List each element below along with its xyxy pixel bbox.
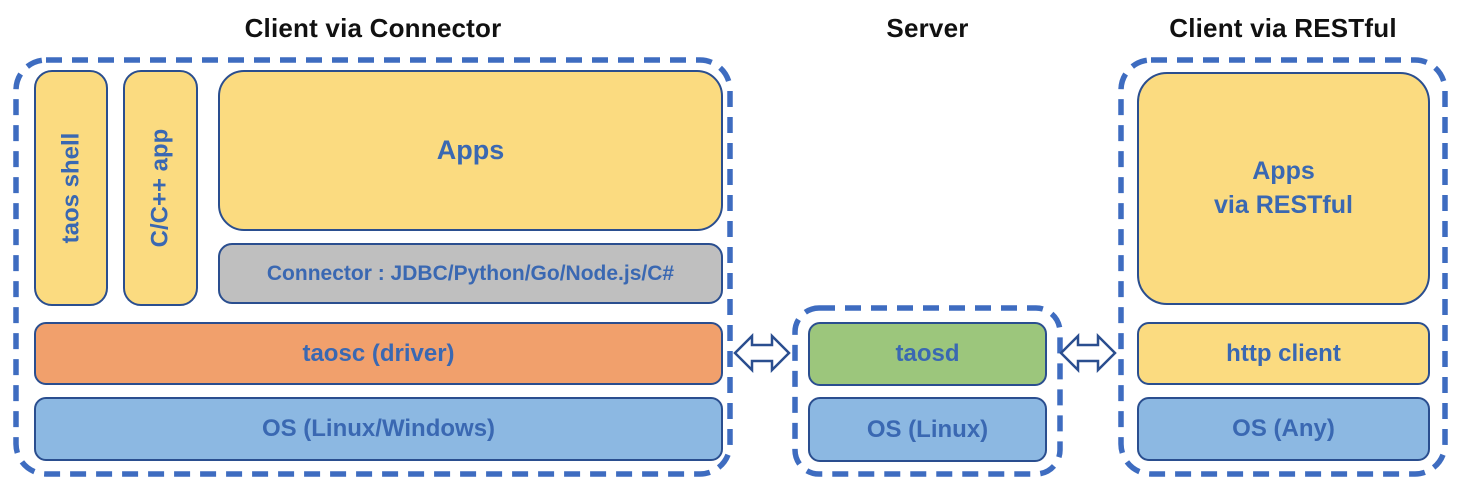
os-any-label: OS (Any)	[1232, 415, 1335, 442]
cpp-app-label: C/C++ app	[146, 128, 174, 248]
bidirectional-arrow-icon-left	[733, 332, 791, 374]
dashed-border	[1118, 57, 1448, 477]
os-any-box: OS (Any)	[1137, 397, 1430, 461]
apps-label: Apps	[436, 135, 505, 165]
os-linux-windows-box: OS (Linux/Windows)	[34, 397, 723, 461]
title-client-via-connector: Client via Connector	[244, 13, 502, 43]
dashed-border	[792, 305, 1063, 477]
dashed-border	[13, 57, 733, 477]
connector-client-container	[13, 57, 733, 477]
connector-box: Connector : JDBC/Python/Go/Node.js/C#	[218, 243, 723, 304]
taos-shell-box: taos shell	[34, 70, 108, 306]
os-linux-label: OS (Linux)	[866, 415, 989, 443]
os-linux-windows-label: OS (Linux/Windows)	[261, 415, 496, 442]
title-client-via-restful: Client via RESTful	[1169, 13, 1397, 43]
cpp-app-box: C/C++ app	[123, 70, 198, 306]
taosd-label: taosd	[895, 340, 960, 367]
title-server: Server	[886, 13, 969, 43]
taos-shell-label: taos shell	[57, 132, 84, 244]
restful-client-container	[1118, 57, 1448, 477]
server-container	[792, 305, 1063, 477]
apps-via-restful-label-line1: Apps	[1252, 156, 1315, 185]
bidirectional-arrow-icon-right	[1059, 332, 1117, 374]
http-client-label: http client	[1226, 339, 1341, 367]
apps-via-restful-box: Apps via RESTful	[1137, 72, 1430, 305]
http-client-box: http client	[1137, 322, 1430, 385]
apps-via-restful-label-line2: via RESTful	[1214, 190, 1353, 219]
taosc-driver-label: taosc (driver)	[302, 339, 455, 367]
taosd-box: taosd	[808, 322, 1047, 386]
apps-box: Apps	[218, 70, 723, 231]
taosc-driver-box: taosc (driver)	[34, 322, 723, 385]
os-linux-box: OS (Linux)	[808, 397, 1047, 462]
connector-label: Connector : JDBC/Python/Go/Node.js/C#	[266, 261, 675, 285]
